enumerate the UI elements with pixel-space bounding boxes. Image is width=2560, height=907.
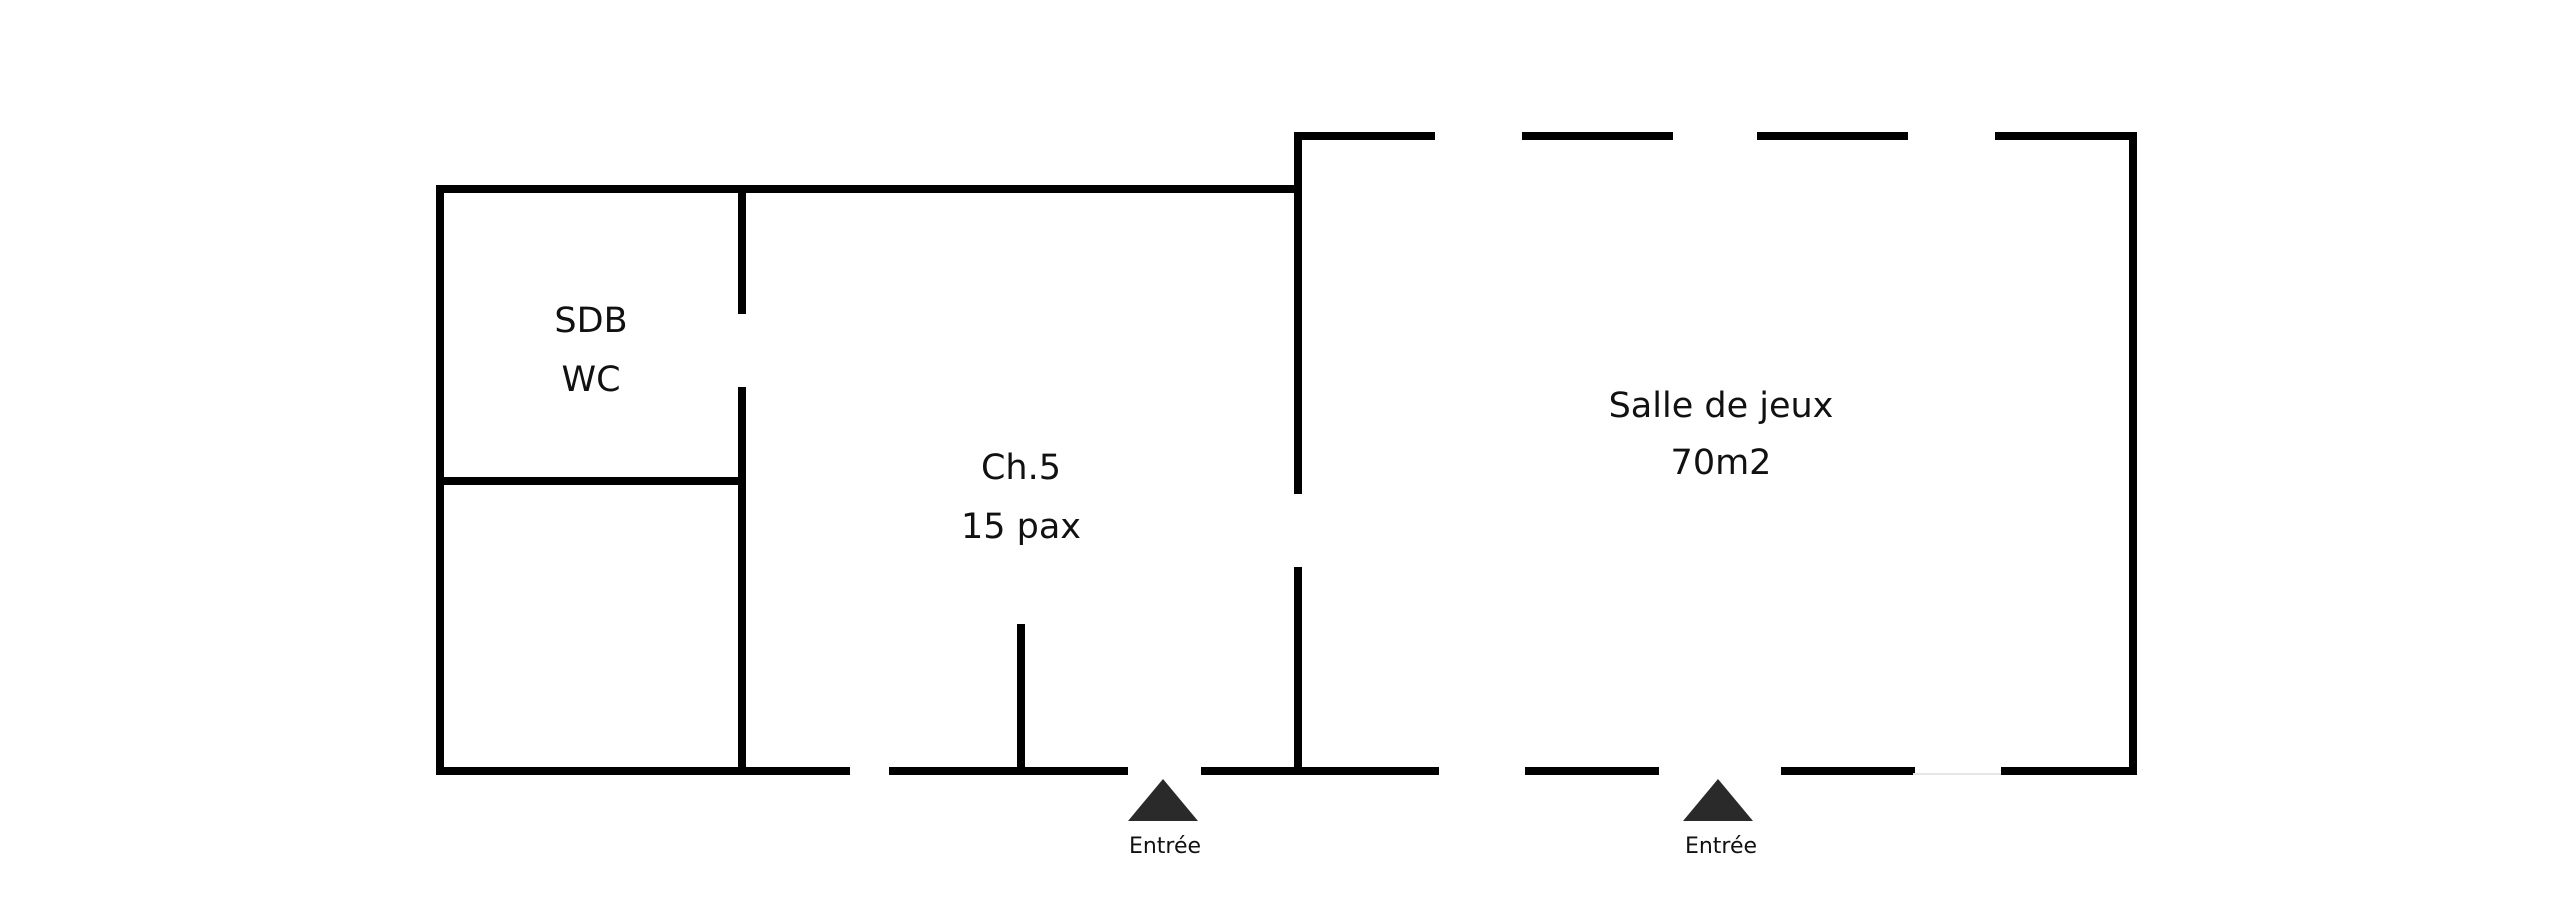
room-sdb-label: SDB WC <box>554 301 627 400</box>
room-salle-line2: 70m2 <box>1671 443 1772 483</box>
triangle-up-icon <box>1128 779 1198 821</box>
room-salle-line1: Salle de jeux <box>1609 386 1834 426</box>
room-chambre-line2: 15 pax <box>961 507 1081 547</box>
room-sdb-line2: WC <box>561 360 620 400</box>
triangle-up-icon <box>1683 779 1753 821</box>
walls <box>436 132 2137 775</box>
entrance-marker-2: Entrée <box>1683 779 1757 859</box>
entrance-marker-1: Entrée <box>1128 779 1201 859</box>
room-chambre-label: Ch.5 15 pax <box>961 448 1081 547</box>
room-salle-label: Salle de jeux 70m2 <box>1609 386 1834 483</box>
room-sdb-line1: SDB <box>554 301 627 341</box>
entrance-label: Entrée <box>1685 834 1757 859</box>
entrance-label: Entrée <box>1129 834 1201 859</box>
room-chambre-line1: Ch.5 <box>981 448 1061 488</box>
